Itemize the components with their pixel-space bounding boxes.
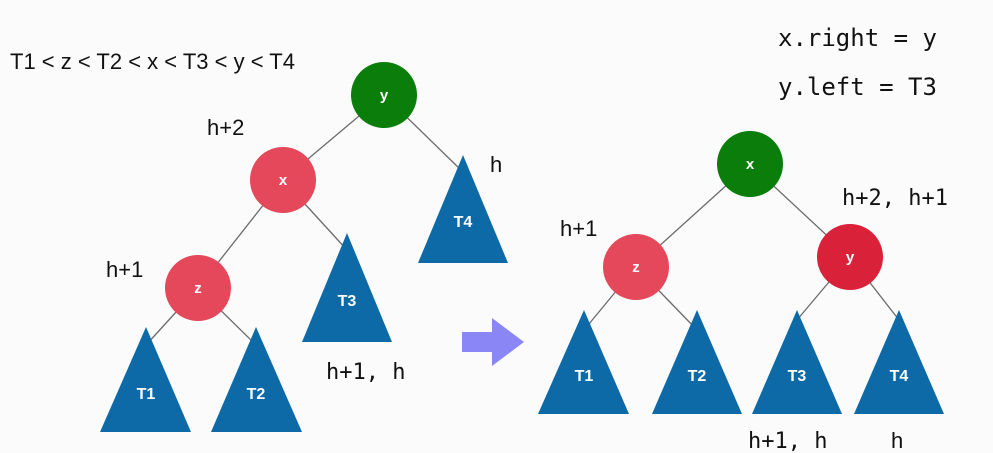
node-x-label: x (279, 172, 288, 189)
after-tree: T1 T2 T3 T4 x z y h+1 h+2, h+1 h+1, h h (538, 131, 948, 453)
subtree-t4 (418, 155, 508, 263)
node-y-after-label: y (846, 249, 855, 266)
subtree-t2-after-label: T2 (688, 368, 707, 385)
subtree-t2 (211, 327, 302, 432)
height-z: h+1 (106, 257, 143, 282)
node-x (250, 147, 316, 213)
subtree-t3 (302, 233, 392, 342)
node-z-label: z (194, 280, 202, 297)
code-line-2: y.left = T3 (778, 73, 937, 101)
node-y (351, 62, 417, 128)
subtree-t2-after (652, 310, 742, 414)
subtree-t1 (100, 327, 191, 432)
height-y-after: h+2, h+1 (842, 186, 948, 211)
node-x-after-label: x (746, 156, 755, 173)
height-z-after: h+1 (560, 216, 597, 241)
height-t3-after: h+1, h (748, 429, 827, 453)
node-y-after (817, 224, 883, 290)
subtree-t1-after-label: T1 (575, 368, 594, 385)
node-z-after (603, 234, 669, 300)
subtree-t4-after (854, 310, 944, 414)
code-line-1: x.right = y (778, 24, 937, 52)
node-y-label: y (380, 87, 389, 104)
before-tree: T1 T2 T3 T4 y x z h+2 h+1 h h+1, h (100, 62, 508, 432)
height-t3: h+1, h (326, 360, 405, 385)
subtree-t3-label: T3 (338, 293, 357, 310)
height-x: h+2 (207, 115, 244, 140)
subtree-t3-after-label: T3 (788, 368, 807, 385)
subtree-t3-after (752, 310, 842, 414)
ordering-text: T1 < z < T2 < x < T3 < y < T4 (10, 49, 295, 74)
right-arrow-icon (462, 318, 524, 366)
height-t4-after: h (891, 428, 903, 453)
subtree-t1-label: T1 (137, 386, 156, 403)
height-t4: h (490, 152, 502, 177)
node-z (165, 255, 231, 321)
subtree-t1-after (538, 310, 629, 414)
subtree-t2-label: T2 (247, 386, 266, 403)
subtree-t4-label: T4 (454, 214, 473, 231)
node-z-after-label: z (632, 259, 640, 276)
node-x-after (717, 131, 783, 197)
subtree-t4-after-label: T4 (890, 368, 909, 385)
